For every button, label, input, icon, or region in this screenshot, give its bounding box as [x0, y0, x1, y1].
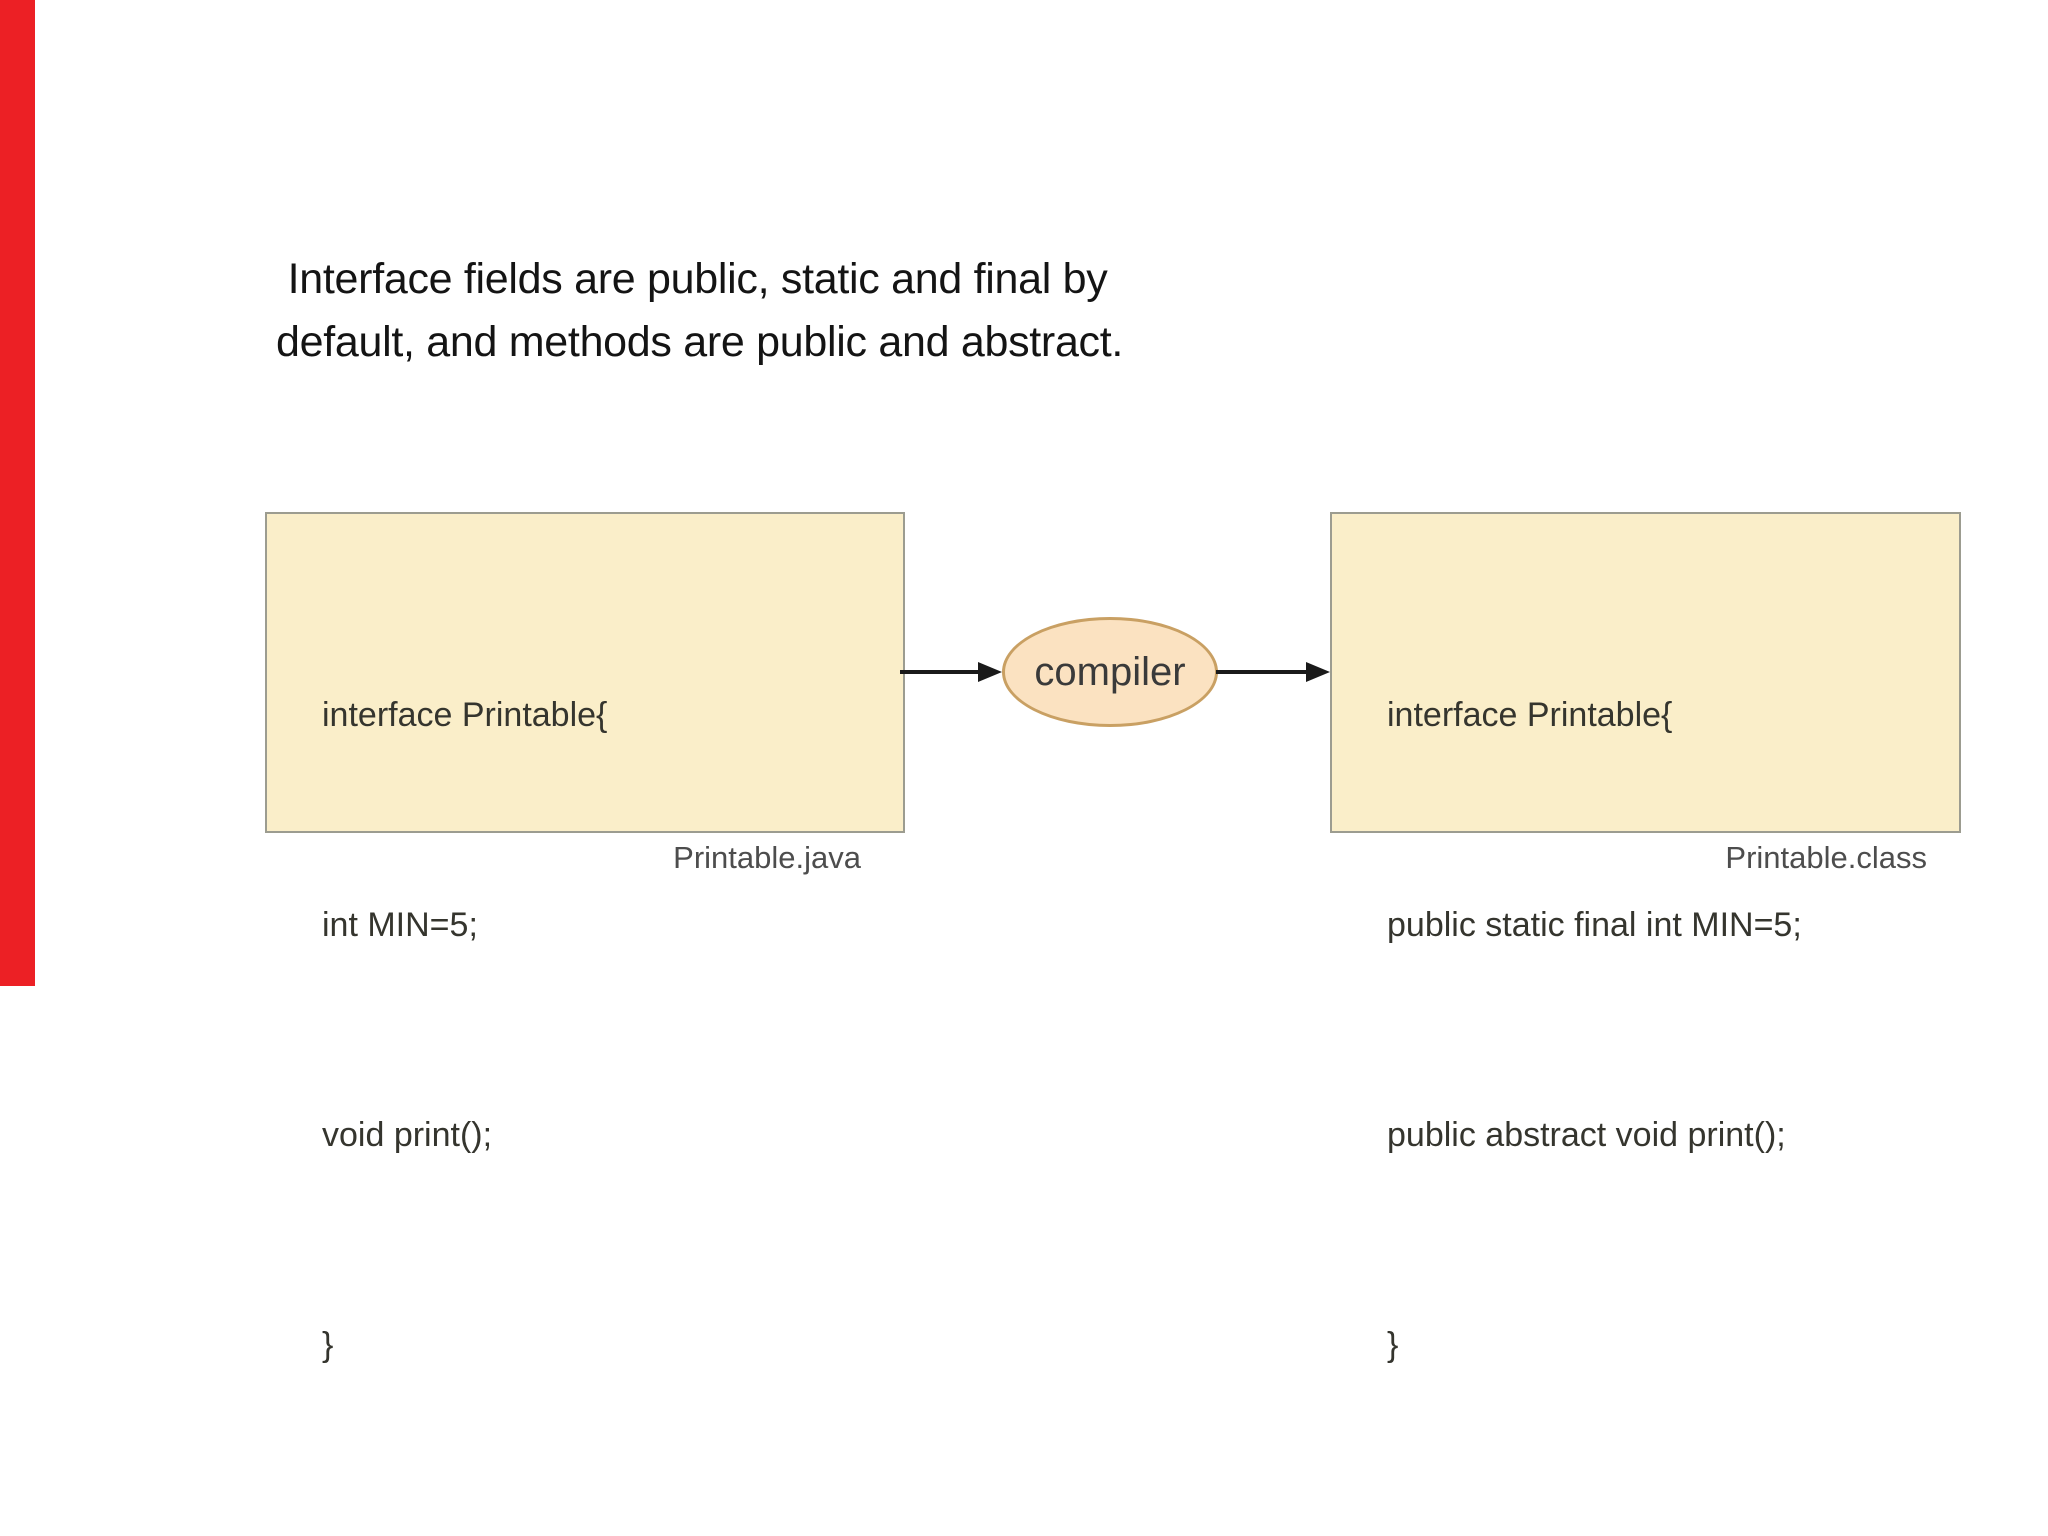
slide-heading: Interface fields are public, static and …	[276, 248, 1123, 374]
arrow-compiler-to-output	[1216, 662, 1330, 682]
source-code-line: interface Printable{	[322, 696, 608, 734]
red-accent-bar	[0, 0, 35, 986]
output-code-lines: interface Printable{ public static final…	[1332, 514, 1959, 1520]
output-box-caption: Printable.class	[1725, 840, 1927, 875]
source-code-line: int MIN=5;	[322, 906, 478, 944]
source-code-lines: interface Printable{ int MIN=5; void pri…	[267, 514, 903, 1520]
source-box-caption: Printable.java	[673, 840, 861, 875]
output-code-line: public static final int MIN=5;	[1387, 906, 1802, 944]
compiler-node: compiler	[1002, 617, 1218, 727]
source-code-line: }	[322, 1326, 334, 1364]
output-code-line: interface Printable{	[1387, 696, 1673, 734]
heading-line-2: default, and methods are public and abst…	[276, 318, 1124, 366]
output-code-line: public abstract void print();	[1387, 1116, 1786, 1154]
output-code-box: interface Printable{ public static final…	[1330, 512, 1961, 1364]
heading-line-1: Interface fields are public, static and …	[276, 255, 1108, 303]
arrow-source-to-compiler	[900, 662, 1002, 682]
source-code-box: interface Printable{ int MIN=5; void pri…	[265, 512, 905, 1364]
source-code-line: void print();	[322, 1116, 493, 1154]
output-code-line: }	[1387, 1326, 1399, 1364]
